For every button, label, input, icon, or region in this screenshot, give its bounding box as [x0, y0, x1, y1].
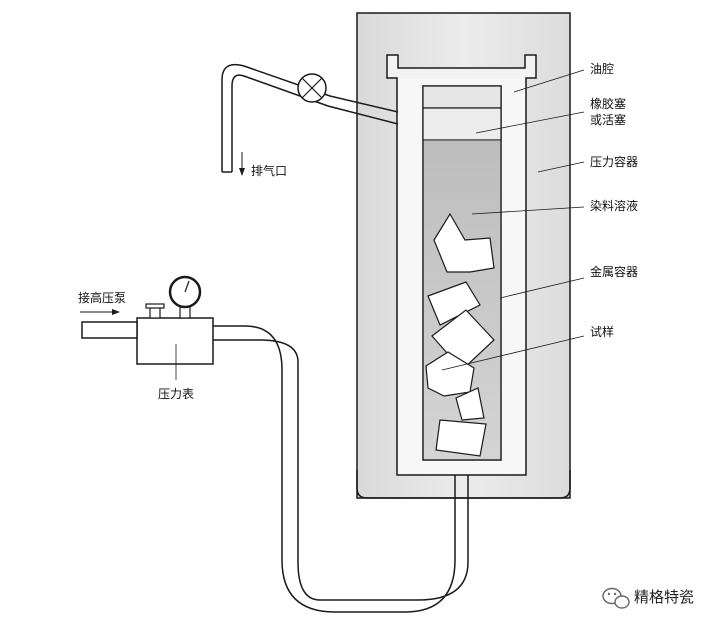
leader-metal-container [499, 277, 585, 299]
leader-oil-cavity [513, 69, 585, 93]
valve-cross [301, 77, 323, 99]
leader-pressure-vessel [537, 161, 585, 173]
inlet-pipe [81, 321, 138, 339]
label-pressure-vessel: 压力容器 [590, 154, 638, 169]
outlet-tube-inner [212, 339, 469, 601]
gauge-knob-cap [145, 303, 165, 309]
pressure-vessel-bottom [356, 470, 571, 499]
wechat-icon [602, 587, 630, 609]
specimen-piece [455, 387, 485, 421]
specimen-piece [433, 212, 495, 273]
watermark-text: 精格特瓷 [634, 588, 694, 606]
leader-dye-solution [471, 206, 585, 215]
pump-arrowhead [112, 309, 120, 315]
rubber-plug [422, 85, 502, 109]
label-exhaust: 排气口 [251, 163, 287, 178]
exhaust-arrowhead [239, 168, 245, 176]
gauge-body [136, 317, 214, 365]
label-pressure-gauge: 压力表 [158, 387, 194, 401]
label-oil-cavity: 油腔 [590, 61, 614, 76]
leader-specimen [441, 335, 585, 371]
label-rubber-plug-line2: 或活塞 [590, 112, 626, 127]
label-to-pump: 接高压泵 [78, 290, 126, 305]
exhaust-pipe-inner [231, 74, 399, 172]
exhaust-pipe [221, 63, 399, 172]
leader-rubber-plug [475, 111, 585, 134]
label-dye-solution: 染料溶液 [590, 198, 638, 213]
specimen-piece [427, 281, 481, 326]
label-metal-container: 金属容器 [590, 264, 638, 279]
label-specimen: 试样 [590, 324, 614, 339]
rubber-plug-lower [422, 107, 502, 141]
gauge-needle [184, 280, 190, 293]
label-rubber-plug-line1: 橡胶塞 [590, 96, 626, 111]
specimen-piece [435, 419, 487, 457]
